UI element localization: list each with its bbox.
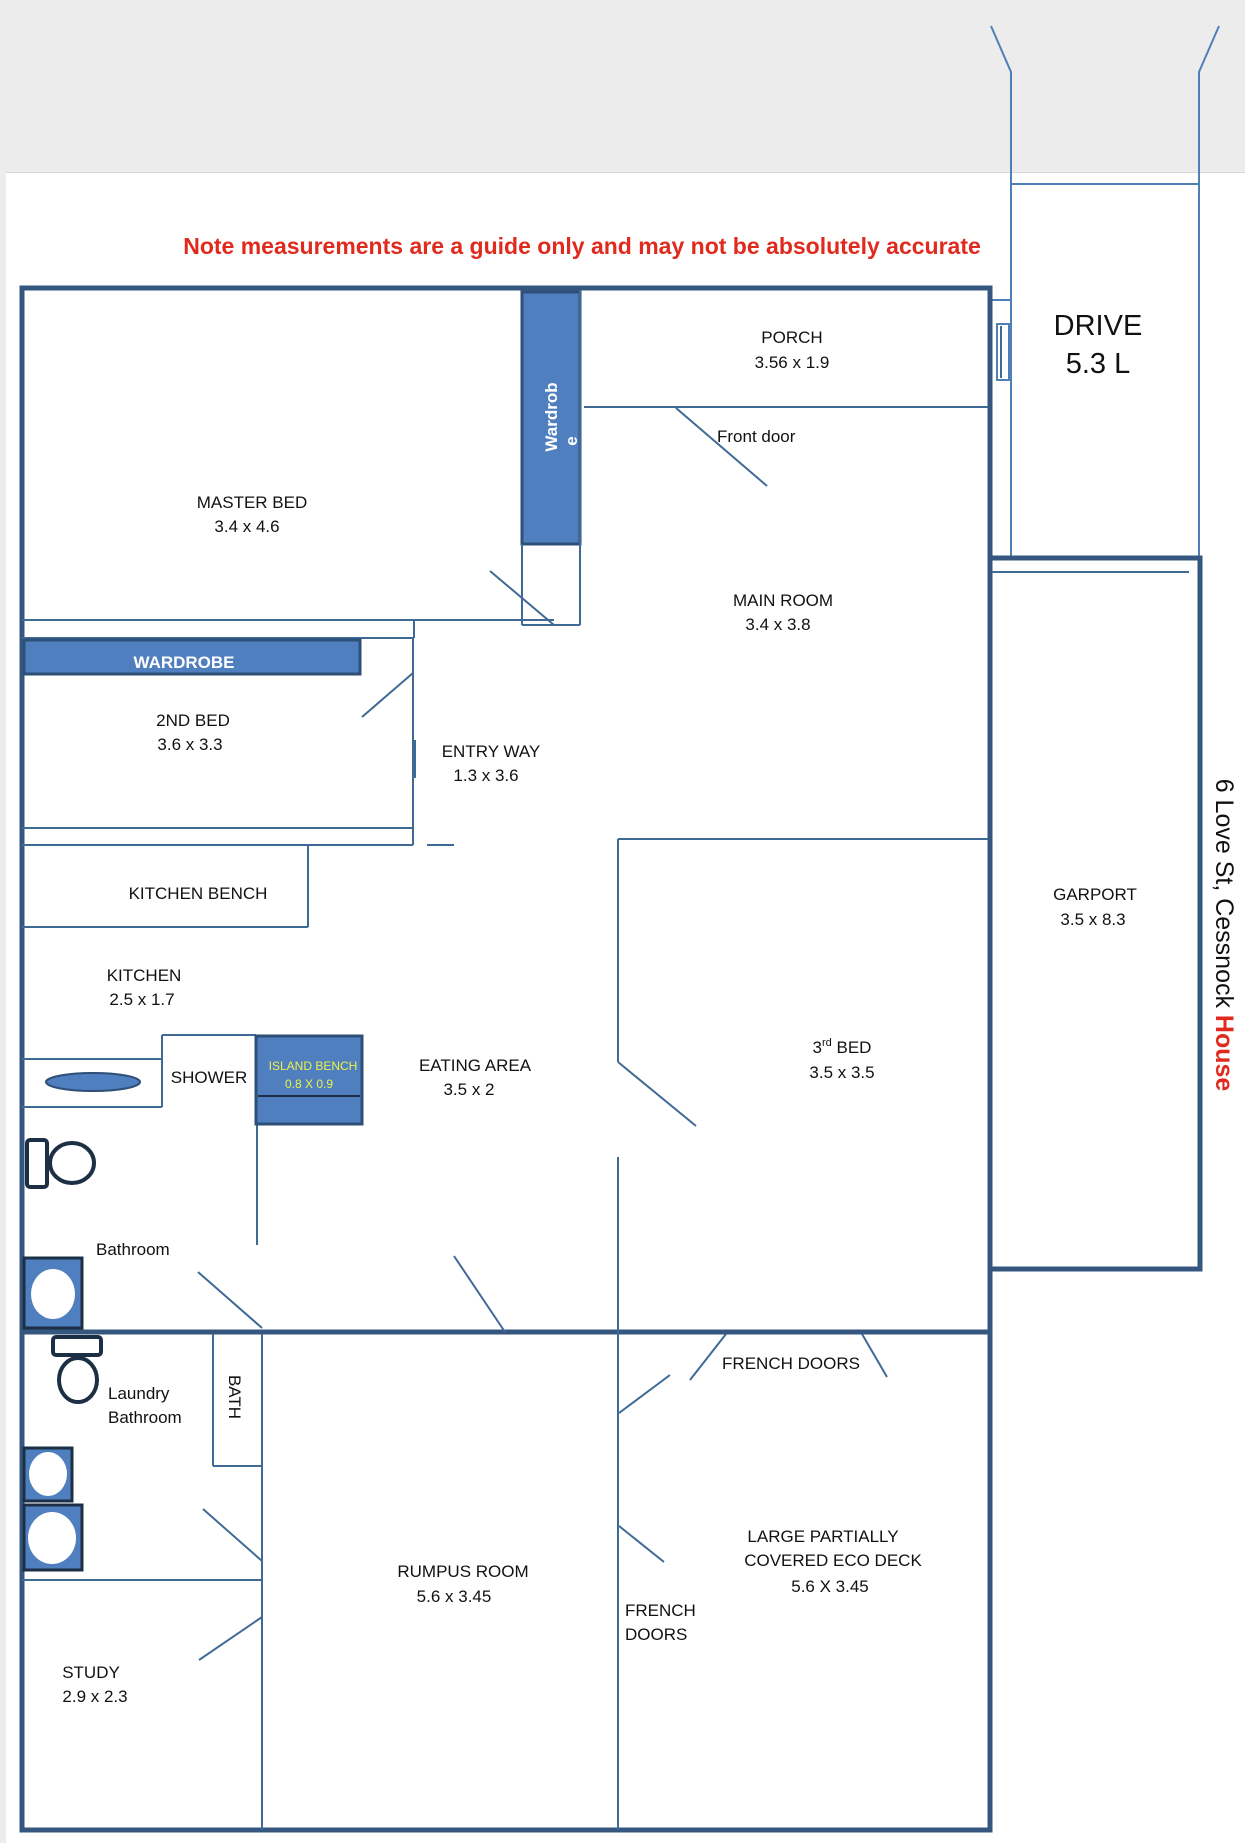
entry-way-size: 1.3 x 3.6 [453,766,518,785]
island-bench [254,1034,364,1126]
study-size: 2.9 x 2.3 [62,1687,127,1706]
rumpus-label: RUMPUS ROOM [397,1562,528,1581]
island-bench-label: ISLAND BENCH [269,1059,358,1073]
bath-label: BATH [225,1375,244,1419]
main-room-label: MAIN ROOM [733,591,833,610]
deck-label-line1: LARGE PARTIALLY [747,1527,898,1546]
third-bed-label: 3rd BED [813,1037,872,1057]
wardrobe-vertical-label: Wardrob e [542,382,581,451]
french-doors-side-line1: FRENCH [625,1601,696,1620]
master-bed-label: MASTER BED [197,493,308,512]
drive-size: 5.3 L [1066,348,1131,380]
french-doors-top-label: FRENCH DOORS [722,1354,860,1373]
entry-way-label: ENTRY WAY [442,742,541,761]
deck-doors [618,1333,888,1563]
study-label: STUDY [62,1663,120,1682]
second-bed-size: 3.6 x 3.3 [157,735,222,754]
shower-label: SHOWER [171,1068,248,1087]
bathroom-label: Bathroom [96,1240,170,1259]
svg-text:e: e [562,436,581,445]
toilet-cistern-icon [25,1138,49,1189]
kitchen-size: 2.5 x 1.7 [109,990,174,1009]
shower-area [22,1034,258,1245]
driveway-lines [990,25,1220,556]
island-bench-size: 0.8 X 0.9 [285,1077,333,1091]
wardrobe-horizontal-block [22,638,362,676]
third-bed-walls [617,838,988,1830]
second-bed-walls [22,638,454,846]
laundry-study-walls [22,1334,263,1830]
laundry-toilet-cistern-icon [51,1335,103,1357]
garport-size: 3.5 x 8.3 [1060,910,1125,929]
deck-label-line2: COVERED ECO DECK [744,1551,922,1570]
porch-size: 3.56 x 1.9 [755,353,830,372]
svg-text:BATH: BATH [225,1375,244,1419]
garport-label: GARPORT [1053,885,1137,904]
master-bed-walls [22,290,582,639]
address-label: 6 Love St, Cessnock House [1210,779,1238,1092]
french-doors-side-line2: DOORS [625,1625,687,1644]
kitchen-label: KITCHEN [107,966,182,985]
third-bed-size: 3.5 x 3.5 [809,1063,874,1082]
laundry-fixtures [22,1335,103,1572]
master-bed-size: 3.4 x 4.6 [214,517,279,536]
kitchen-bench-label: KITCHEN BENCH [129,884,268,903]
porch-label: PORCH [761,328,822,347]
laundry-label: Laundry [108,1384,170,1403]
eating-area-label: EATING AREA [419,1056,532,1075]
bathroom-fixtures [22,1138,506,1333]
measurement-note: Note measurements are a guide only and m… [183,233,981,259]
front-door-label: Front door [717,427,796,446]
main-room-size: 3.4 x 3.8 [745,615,810,634]
toilet-bowl-icon [48,1141,96,1185]
shower-base [45,1072,141,1092]
paper-sheet [6,172,1245,1843]
svg-text:Wardrob: Wardrob [542,382,561,451]
rumpus-size: 5.6 x 3.45 [417,1587,492,1606]
eating-area-size: 3.5 x 2 [443,1080,494,1099]
outer-walls [19,285,1203,1833]
wardrobe-label: WARDROBE [133,653,234,672]
deck-size: 5.6 X 3.45 [791,1577,869,1596]
laundry-toilet-bowl-icon [57,1356,99,1404]
second-bed-label: 2ND BED [156,711,230,730]
svg-text:6 Love St, Cessnock House: 6 Love St, Cessnock House [1210,779,1238,1092]
porch-area [584,323,1010,487]
laundry-bathroom-label: Bathroom [108,1408,182,1427]
drive-label: DRIVE [1054,310,1143,342]
kitchen-bench-walls [22,845,309,928]
wardrobe-vertical-block [520,290,582,546]
